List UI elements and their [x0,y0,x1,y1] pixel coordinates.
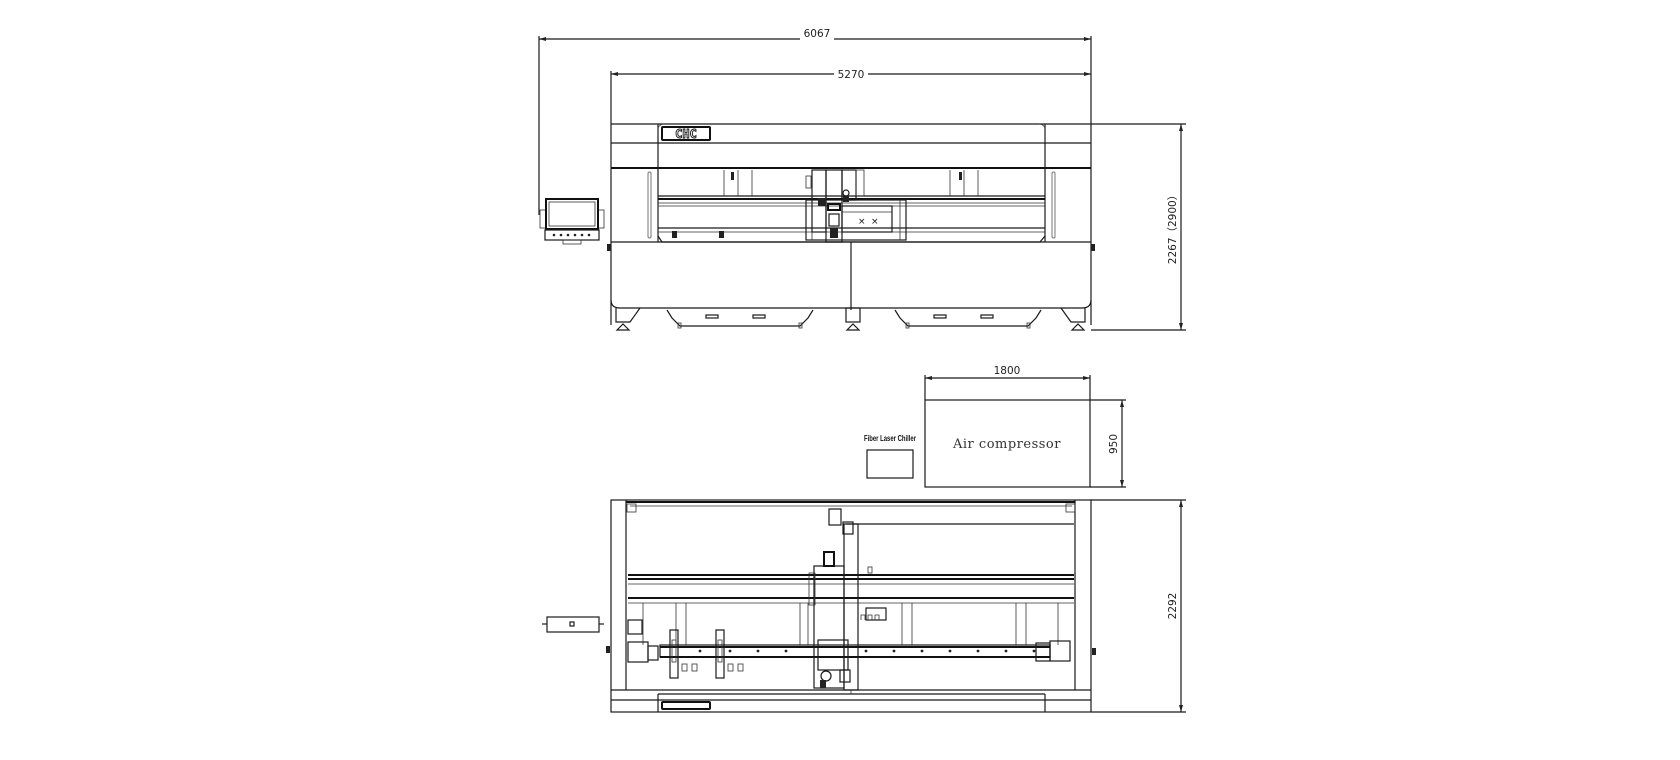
dimension-overall-width: 6067 [538,28,1092,215]
dim-5270: 5270 [838,69,865,81]
machine-body-front: CHC [607,123,1095,331]
chiller-label: Fiber Laser Chiller [864,434,916,443]
front-view: 6067 5270 2267（2900） [538,28,1186,331]
svg-text:CHC: CHC [675,127,697,141]
dim-950: 950 [1108,434,1120,454]
brand-logo: CHC [661,126,711,141]
air-compressor-label: Air compressor [952,437,1061,452]
accessories: Air compressor 1800 950 Fiber Laser Chil… [864,365,1126,488]
dim-1800: 1800 [994,365,1021,377]
svg-text:×: × [871,217,879,227]
fiber-laser-chiller: Fiber Laser Chiller [864,434,916,479]
control-monitor [539,198,605,245]
top-view: 2292 [542,499,1186,713]
dim-2267: 2267（2900） [1167,190,1179,264]
dimension-machine-width: 5270 [610,68,1091,124]
svg-text:×: × [858,217,866,227]
dimension-height: 2267（2900） [1091,123,1186,331]
dimension-depth: 2292 [1091,499,1186,713]
dim-6067: 6067 [804,28,831,40]
control-box-top [542,616,604,633]
air-compressor: Air compressor 1800 950 [924,365,1126,488]
dim-2292: 2292 [1167,593,1179,620]
machine-frame-top [606,499,1096,713]
laser-head-front: × × [805,169,907,243]
